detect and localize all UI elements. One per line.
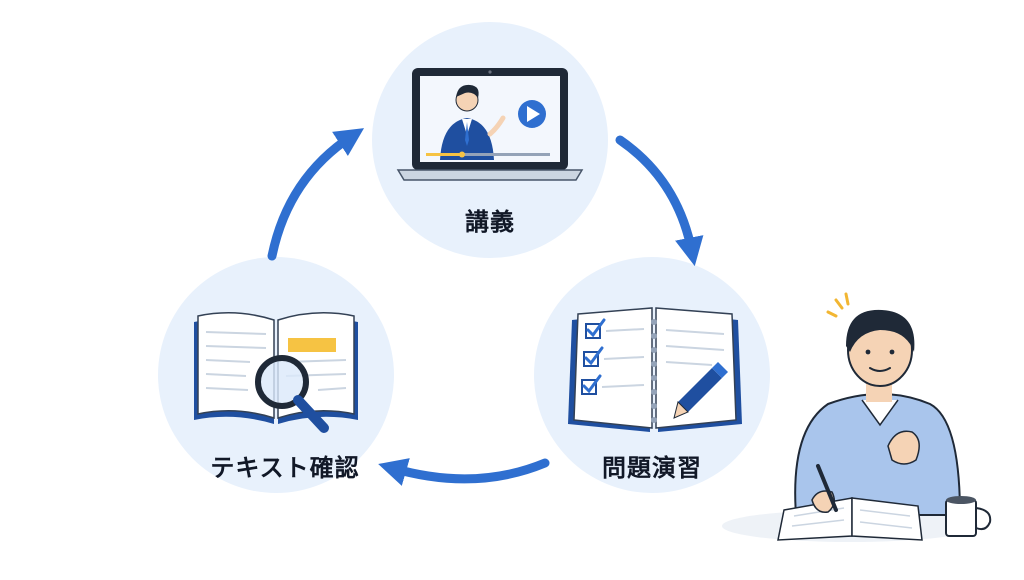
step-label-review: テキスト確認: [210, 454, 360, 482]
video-lecture-laptop-icon: [396, 68, 584, 181]
step-label-practice: 問題演習: [602, 454, 702, 482]
checklist-notebook-pen-icon: [568, 307, 742, 432]
coffee-mug-icon: [945, 496, 992, 537]
arrow-review-to-lecture: [267, 128, 365, 261]
arrow-practice-to-review: [378, 458, 550, 486]
step-label-lecture: 講義: [465, 208, 515, 236]
student-illustration: [722, 292, 992, 542]
arrow-lecture-to-practice: [615, 135, 704, 267]
book-magnifier-icon: [194, 312, 358, 433]
